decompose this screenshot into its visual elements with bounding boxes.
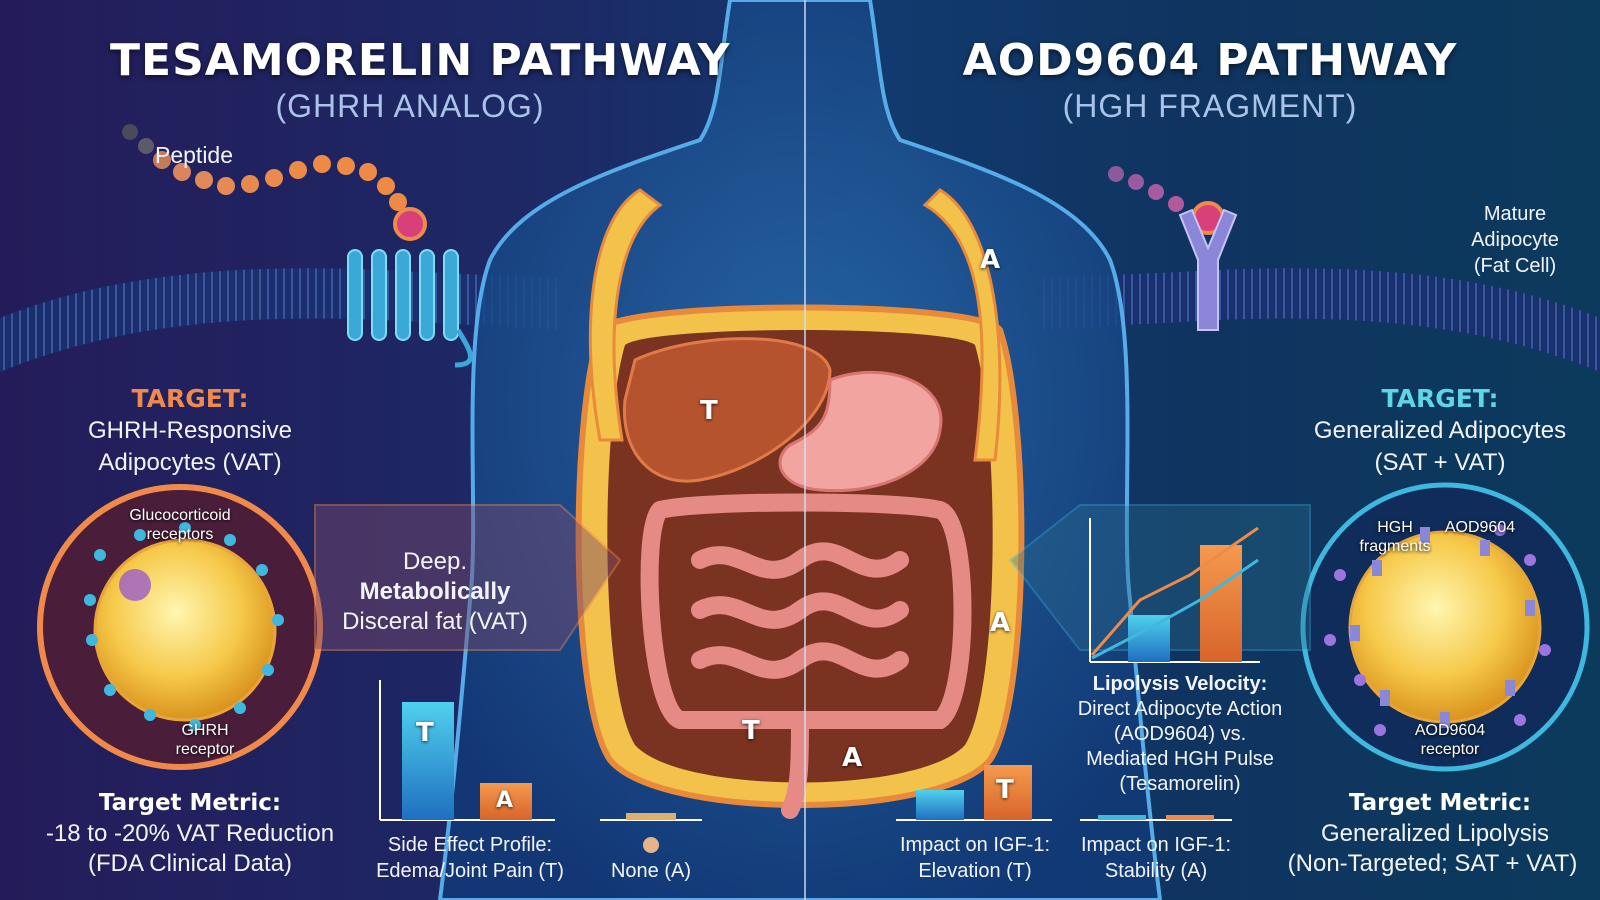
intestines	[640, 493, 972, 819]
igf-elevation-line1: Impact on IGF-1:	[899, 834, 1051, 856]
peptide-label: Peptide	[155, 142, 234, 168]
lipolysis-chart	[1089, 518, 1260, 663]
left-cell-receptors	[84, 522, 284, 731]
igf-bar-t-label: T	[996, 775, 1014, 805]
liver	[622, 337, 832, 483]
left-subtitle: (GHRH ANALOG)	[275, 88, 545, 124]
hgh-label-1: HGH	[1377, 519, 1413, 536]
left-target-line2: Adipocytes (VAT)	[98, 449, 282, 476]
lipolysis-line4: (Tesamorelin)	[1119, 773, 1241, 795]
organ-letter-lower-left: T	[742, 716, 760, 746]
igf-stability-chart	[1080, 815, 1232, 821]
drop-icon	[643, 837, 659, 853]
adipocyte-label-2: Adipocyte	[1471, 229, 1559, 251]
bar-t-label: T	[416, 718, 434, 748]
left-metric-heading: Target Metric:	[98, 790, 282, 816]
right-rib-fat	[922, 188, 1002, 462]
hgh-label-2: fragments	[1359, 538, 1431, 555]
organ-letter-mid-right: A	[990, 608, 1011, 638]
igf-bar-teal	[916, 790, 964, 820]
aod-receptor-label-2: receptor	[1420, 741, 1480, 758]
gpcr-receptor-left	[347, 249, 473, 368]
right-cell-receptors	[1350, 527, 1535, 728]
right-subtitle: (HGH FRAGMENT)	[1062, 88, 1358, 124]
lipolysis-heading: Lipolysis Velocity:	[1092, 673, 1268, 695]
glucocorticoid-label-2: receptors	[146, 526, 214, 543]
peptide-chain-left	[122, 124, 427, 241]
left-title: TESAMORELIN PATHWAY	[110, 35, 731, 86]
right-target-line1: Generalized Adipocytes	[1313, 417, 1567, 444]
side-effect-line2: Edema/Joint Pain (T)	[376, 860, 564, 882]
bar-a-side-effect	[480, 783, 532, 820]
lipo-bar-teal	[1128, 615, 1170, 662]
organ-letter-lower-right: A	[842, 743, 863, 773]
lipo-line-orange	[1090, 526, 1259, 656]
lipolysis-line2: (AOD9604) vs.	[1113, 723, 1247, 745]
organ-letter-upper-right: A	[980, 245, 1001, 275]
right-target-line2: (SAT + VAT)	[1374, 449, 1506, 476]
lipolysis-line3: Mediated HGH Pulse	[1086, 748, 1274, 770]
adipocyte-label-1: Mature	[1483, 203, 1547, 225]
callout-line3: Disceral fat (VAT)	[342, 608, 528, 635]
left-rib-fat	[588, 188, 663, 442]
igf-stability-line2: Stability (A)	[1104, 860, 1208, 882]
right-metric-line1: Generalized Lipolysis	[1320, 820, 1550, 847]
right-cell-fragments	[1324, 524, 1551, 736]
left-target-line1: GHRH-Responsive	[87, 417, 293, 444]
adipocyte-label-3: (Fat Cell)	[1473, 255, 1557, 277]
side-effect-line1: Side Effect Profile:	[387, 834, 553, 856]
igf-elevation-line2: Elevation (T)	[918, 860, 1032, 882]
side-effect-chart	[379, 680, 702, 853]
right-metric-line2: (Non-Targeted; SAT + VAT)	[1287, 850, 1578, 877]
bar-a-label: A	[496, 788, 514, 813]
lipolysis-line1: Direct Adipocyte Action	[1077, 698, 1283, 720]
igf-bar-orange	[984, 765, 1032, 820]
right-title: AOD9604 PATHWAY	[962, 35, 1458, 86]
glucocorticoid-label-1: Glucocorticoid	[129, 507, 231, 524]
organ-letter-liver: T	[700, 396, 718, 426]
aod-fragment-label: AOD9604	[1444, 519, 1516, 536]
side-effect-none: None (A)	[610, 860, 692, 882]
y-receptor-right	[1178, 208, 1238, 331]
left-metric-line2: (FDA Clinical Data)	[87, 850, 293, 877]
right-fat-cell	[1300, 482, 1590, 772]
left-callout-wedge	[314, 504, 622, 651]
right-metric-heading: Target Metric:	[1348, 790, 1532, 816]
left-target-heading: TARGET:	[131, 384, 249, 413]
aod-receptor-label-1: AOD9604	[1414, 722, 1486, 739]
peptide-chain-right	[1108, 166, 1225, 235]
lipo-line-teal	[1091, 558, 1259, 660]
bar-none	[626, 813, 676, 820]
callout-line1: Deep.	[402, 548, 468, 575]
left-fat-cell	[37, 484, 323, 770]
igf-stability-line1: Impact on IGF-1:	[1080, 834, 1232, 856]
igf-elevation-chart	[896, 765, 1052, 821]
ghrh-receptor-label-1: GHRH	[181, 722, 229, 739]
right-target-heading: TARGET:	[1381, 384, 1499, 413]
callout-line2: Metabolically	[359, 578, 511, 605]
left-metric-line1: -18 to -20% VAT Reduction	[45, 820, 335, 847]
bar-t-side-effect	[402, 702, 454, 820]
ghrh-receptor-label-2: receptor	[175, 741, 235, 758]
right-membrane	[1040, 268, 1600, 372]
